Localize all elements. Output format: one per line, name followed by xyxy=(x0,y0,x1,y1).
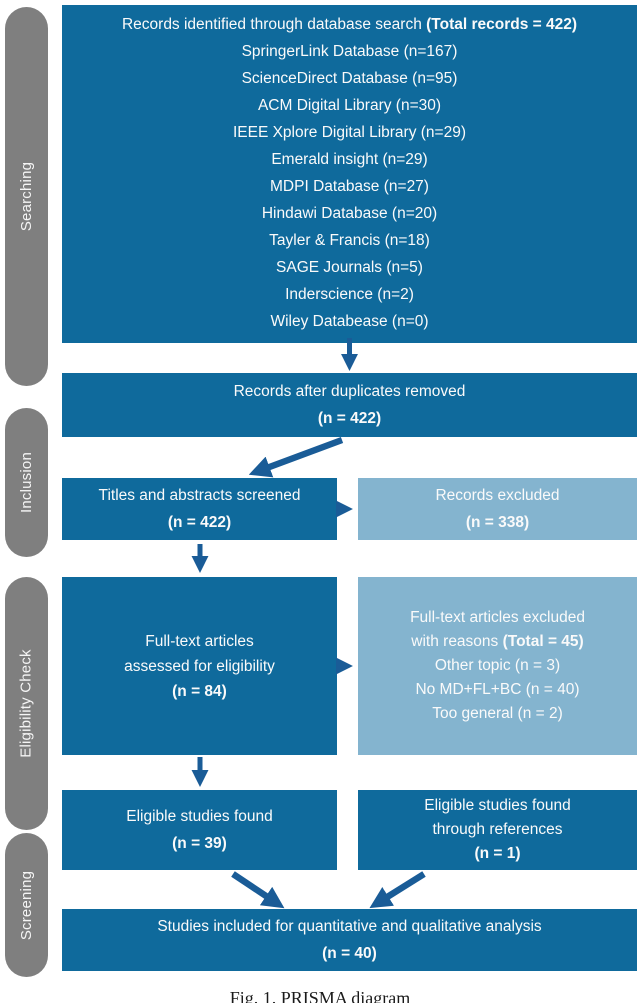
box-text-line: Records excluded xyxy=(435,487,560,504)
arrow-references-to-included xyxy=(369,871,426,909)
box-text-line: Wiley Databease (n=0) xyxy=(270,313,429,330)
box-text-line: (n = 39) xyxy=(172,835,227,852)
box-text-line: Titles and abstracts screened xyxy=(98,487,301,504)
box-text-line: (n = 40) xyxy=(322,945,377,962)
box-text-line: (n = 338) xyxy=(465,514,530,531)
box-text-line: Hindawi Database (n=20) xyxy=(261,205,438,222)
box-text-line: (n = 422) xyxy=(317,410,382,427)
box-duplicates-removed: Records after duplicates removed (n = 422… xyxy=(62,373,637,437)
box-titles-screened: Titles and abstracts screened (n = 422) xyxy=(62,478,337,540)
sidebar-stage-label: Searching xyxy=(18,161,36,232)
box-text-line: Full-text articles xyxy=(145,632,254,650)
box-text-line: No MD+FL+BC (n = 40) xyxy=(415,681,580,698)
box-text-line: MDPI Database (n=27) xyxy=(270,178,429,195)
box-records-identified: Records identified through database sear… xyxy=(62,5,637,343)
sidebar-stage-label: Inclusion xyxy=(18,451,36,514)
box-eligible-found: Eligible studies found (n = 39) xyxy=(62,790,337,870)
box-text-line: through references xyxy=(432,821,563,838)
box-text-line: Other topic (n = 3) xyxy=(434,657,561,674)
sidebar-stage-screening: Screening xyxy=(5,833,48,977)
sidebar-stage-label: Eligibility Check xyxy=(18,649,35,758)
box-text-line: (n = 1) xyxy=(474,845,521,862)
box-text-line: Inderscience (n=2) xyxy=(285,286,414,303)
box-text-line: Emerald insight (n=29) xyxy=(271,151,428,168)
box-text-line: Eligible studies found xyxy=(424,797,571,814)
box-text-line: SAGE Journals (n=5) xyxy=(276,259,423,276)
box-fulltext-excluded: Full-text articles excluded with reasons … xyxy=(358,577,637,755)
sidebar-stage-searching: Searching xyxy=(5,7,48,386)
box-text-line: Records identified through database sear… xyxy=(121,16,578,33)
arrow-duplicates-to-screened xyxy=(248,436,344,478)
figure-caption: Fig. 1. PRISMA diagram xyxy=(229,988,411,1003)
box-text-line: with reasons (Total = 45) xyxy=(411,633,584,650)
box-text-line: assessed for eligibility xyxy=(124,657,275,675)
box-text-line: IEEE Xplore Digital Library (n=29) xyxy=(232,124,467,141)
box-text-line: (n = 84) xyxy=(172,682,227,700)
box-records-excluded: Records excluded (n = 338) xyxy=(358,478,637,540)
sidebar-stage-label: Screening xyxy=(18,870,36,940)
box-text-line: Too general (n = 2) xyxy=(432,705,563,722)
box-text-line: Records after duplicates removed xyxy=(233,383,466,400)
arrow-eligible-to-included xyxy=(231,871,285,909)
box-text-line: SpringerLink Database (n=167) xyxy=(241,43,458,60)
box-eligible-references: Eligible studies found through references… xyxy=(358,790,637,870)
box-text-line: ACM Digital Library (n=30) xyxy=(257,97,442,114)
sidebar-stage-eligibility-check: Eligibility Check xyxy=(5,577,48,830)
box-text-line: (n = 422) xyxy=(167,514,232,531)
box-text-line: ScienceDirect Database (n=95) xyxy=(241,70,458,87)
sidebar-stage-inclusion: Inclusion xyxy=(5,408,48,557)
box-studies-included: Studies included for quantitative and qu… xyxy=(62,909,637,971)
box-text-line: Studies included for quantitative and qu… xyxy=(157,918,542,935)
box-text-line: Eligible studies found xyxy=(126,808,273,825)
box-text-line: Tayler & Francis (n=18) xyxy=(269,232,430,249)
box-fulltext-assessed: Full-text articles assessed for eligibili… xyxy=(62,577,337,755)
box-text-line: Full-text articles excluded xyxy=(410,609,585,626)
